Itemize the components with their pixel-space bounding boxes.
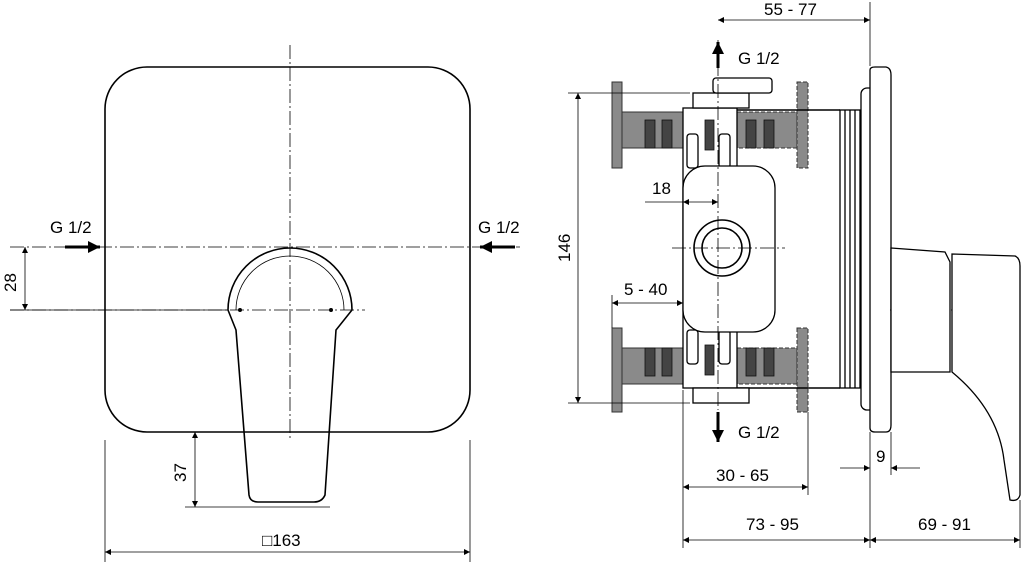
stop-plate [611,81,623,169]
dim-18-label: 18 [652,179,671,198]
outlet-bottom-label: G 1/2 [738,423,780,442]
cover-plate-side [869,66,892,433]
pipe-marker [763,119,775,149]
pipe-marker [763,347,775,377]
pipe-marker [644,119,656,149]
pipe-marker [745,119,757,149]
thread-lines [844,110,861,388]
slot [686,133,699,169]
outlet-top-label: G 1/2 [738,49,780,68]
pipe-marker [745,347,757,377]
handle-outline [227,247,353,503]
dim-5-40-label: 5 - 40 [624,280,667,299]
mixing-box [682,165,776,333]
handle-dot [329,308,333,312]
inlet-right-label: G 1/2 [478,218,520,237]
top-nut [692,92,750,109]
handle-dot [238,308,242,312]
dim-37-label: 37 [171,463,190,482]
stop-plate-dashed [796,81,809,169]
dim-73-95-label: 73 - 95 [746,515,799,534]
pipe-marker [661,347,673,377]
dim-30-65-label: 30 - 65 [716,466,769,485]
slot [718,329,731,365]
front-view: G 1/2 G 1/2 28 37 □163 [1,45,520,562]
dim-28-label: 28 [1,273,20,292]
dim-146-label: 146 [555,234,574,262]
bottom-nut [692,387,750,404]
cover-plate [104,66,471,433]
top-connector [712,77,773,94]
handle-body [890,247,951,373]
slot [686,329,699,365]
housing-marker [704,119,715,151]
slot [718,133,731,169]
pipe-marker [644,347,656,377]
handle-lever-side [951,253,1021,502]
stop-plate-dashed [796,327,809,413]
stop-plate [611,327,623,413]
side-view: G 1/2 G 1/2 55 - 77 146 18 5 - 40 9 30 -… [555,0,1021,548]
housing-marker [704,344,715,376]
dim-163-label: □163 [262,531,301,550]
handle-inner [235,255,345,311]
inlet-left-label: G 1/2 [50,218,92,237]
dim-69-91-label: 69 - 91 [918,515,971,534]
dim-55-77-label: 55 - 77 [764,0,817,19]
dim-9-label: 9 [876,447,885,466]
pipe-marker [661,119,673,149]
